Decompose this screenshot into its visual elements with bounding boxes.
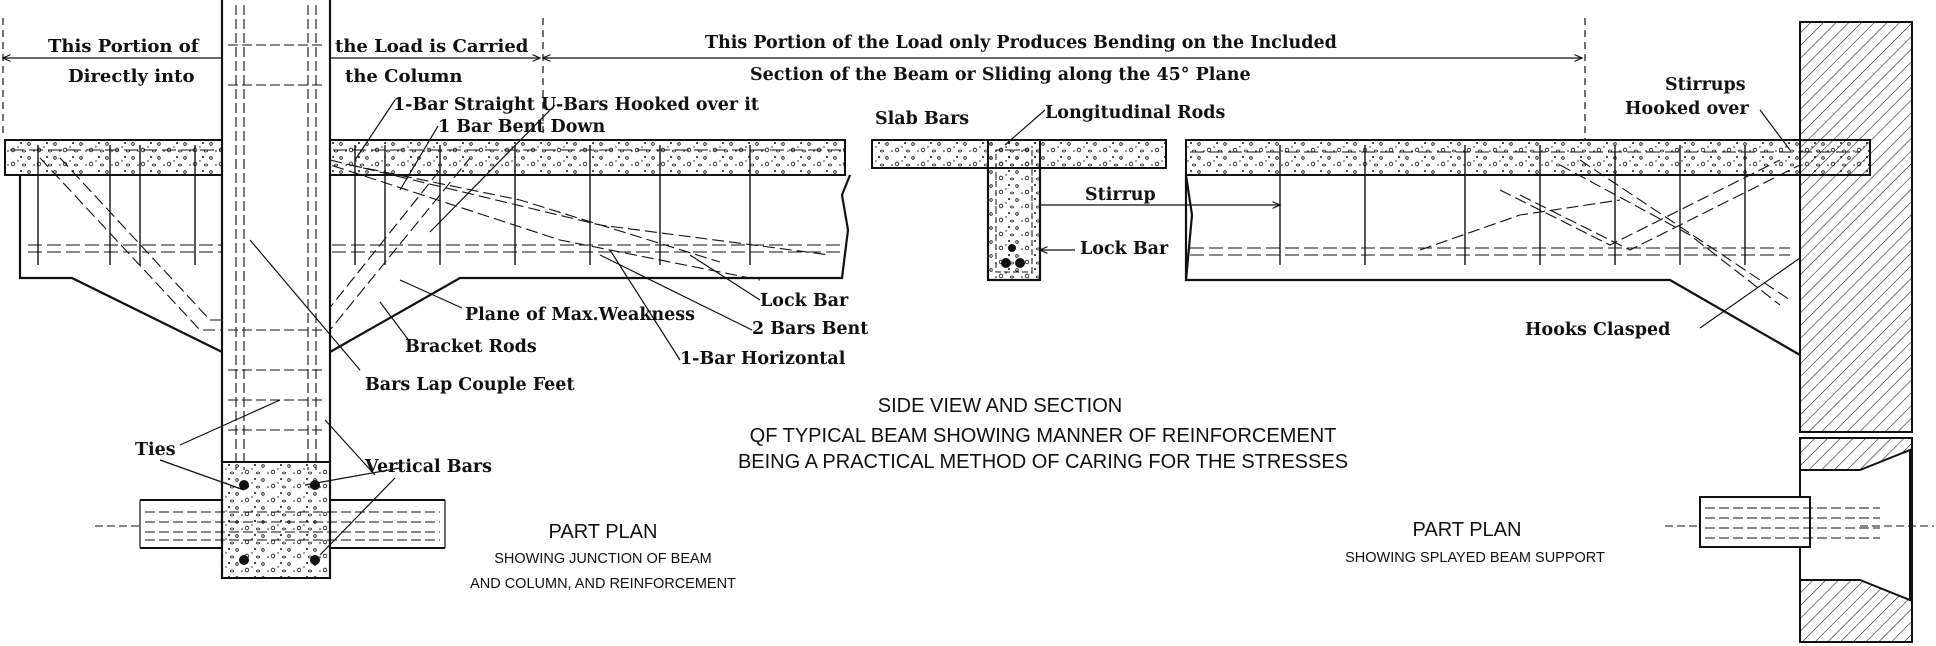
column-bar-dot-4 bbox=[310, 555, 320, 565]
wall-support bbox=[1665, 21, 1934, 643]
callout-plane-max-weakness: Plane of Max.Weakness bbox=[465, 305, 695, 325]
caption-side-view-3: BEING A PRACTICAL METHOD OF CARING FOR T… bbox=[738, 451, 1348, 473]
beam-right-soffit bbox=[1184, 174, 1801, 356]
column-bar-dot-1 bbox=[239, 480, 249, 490]
callout-stirrup: Stirrup bbox=[1085, 185, 1156, 205]
part-plan-left-sub-2: AND COLUMN, AND REINFORCEMENT bbox=[470, 576, 736, 592]
callout-slab-bars: Slab Bars bbox=[875, 109, 969, 129]
stirrups bbox=[37, 145, 1746, 265]
lock-bar-section-dot bbox=[1008, 244, 1016, 252]
caption-side-view-1: SIDE VIEW AND SECTION bbox=[878, 395, 1122, 417]
callout-ties: Ties bbox=[135, 440, 176, 460]
part-plan-right-title: PART PLAN bbox=[1413, 519, 1522, 541]
callout-bars-lap: Bars Lap Couple Feet bbox=[365, 375, 575, 395]
column-bar-dot-2 bbox=[310, 480, 320, 490]
label-portion-mid-1: the Load is Carried bbox=[335, 36, 529, 57]
column bbox=[220, 0, 332, 579]
callout-bracket-rods: Bracket Rods bbox=[405, 337, 537, 357]
bottom-bar-dot-1 bbox=[1001, 258, 1011, 268]
label-portion-right-1: This Portion of the Load only Produces B… bbox=[705, 33, 1337, 53]
callout-longitudinal-rods: Longitudinal Rods bbox=[1045, 103, 1226, 123]
callout-stirrups-hooked-2: Hooked over bbox=[1625, 99, 1749, 119]
callout-two-bars-bent: 2 Bars Bent bbox=[752, 319, 868, 339]
label-portion-left-1: This Portion of bbox=[48, 36, 200, 57]
callout-lock-bar-section: Lock Bar bbox=[1080, 239, 1169, 259]
slab-middle bbox=[871, 139, 1167, 282]
callout-stirrups-hooked-1: Stirrups bbox=[1665, 75, 1746, 95]
callout-lock-bar: Lock Bar bbox=[760, 291, 849, 311]
bottom-bar-dot-2 bbox=[1015, 258, 1025, 268]
callout-hooks-clasped: Hooks Clasped bbox=[1525, 320, 1670, 340]
part-plan-beam-left bbox=[95, 499, 446, 549]
beam-left-soffit bbox=[18, 174, 852, 353]
callout-bent-down: 1 Bar Bent Down bbox=[438, 117, 605, 137]
column-bar-dot-3 bbox=[239, 555, 249, 565]
part-plan-right-sub: SHOWING SPLAYED BEAM SUPPORT bbox=[1345, 550, 1605, 566]
label-portion-mid-2: the Column bbox=[345, 66, 463, 87]
label-portion-left-2: Directly into bbox=[68, 66, 194, 87]
part-plan-left-sub-1: SHOWING JUNCTION OF BEAM bbox=[494, 551, 712, 567]
part-plan-left-title: PART PLAN bbox=[549, 521, 658, 543]
leader-lines bbox=[159, 99, 1801, 556]
caption-side-view-2: QF TYPICAL BEAM SHOWING MANNER OF REINFO… bbox=[750, 425, 1337, 447]
longitudinal-rods bbox=[10, 149, 1860, 256]
beam-left-span bbox=[4, 139, 852, 353]
callout-one-bar-horizontal: 1-Bar Horizontal bbox=[680, 349, 846, 369]
callout-vertical-bars: Vertical Bars bbox=[364, 457, 492, 477]
label-portion-right-2: Section of the Beam or Sliding along the… bbox=[750, 65, 1251, 85]
callout-straight-ubars: 1-Bar Straight U-Bars Hooked over it bbox=[393, 95, 759, 115]
text-labels: This Portion of Directly into the Load i… bbox=[48, 33, 1749, 592]
